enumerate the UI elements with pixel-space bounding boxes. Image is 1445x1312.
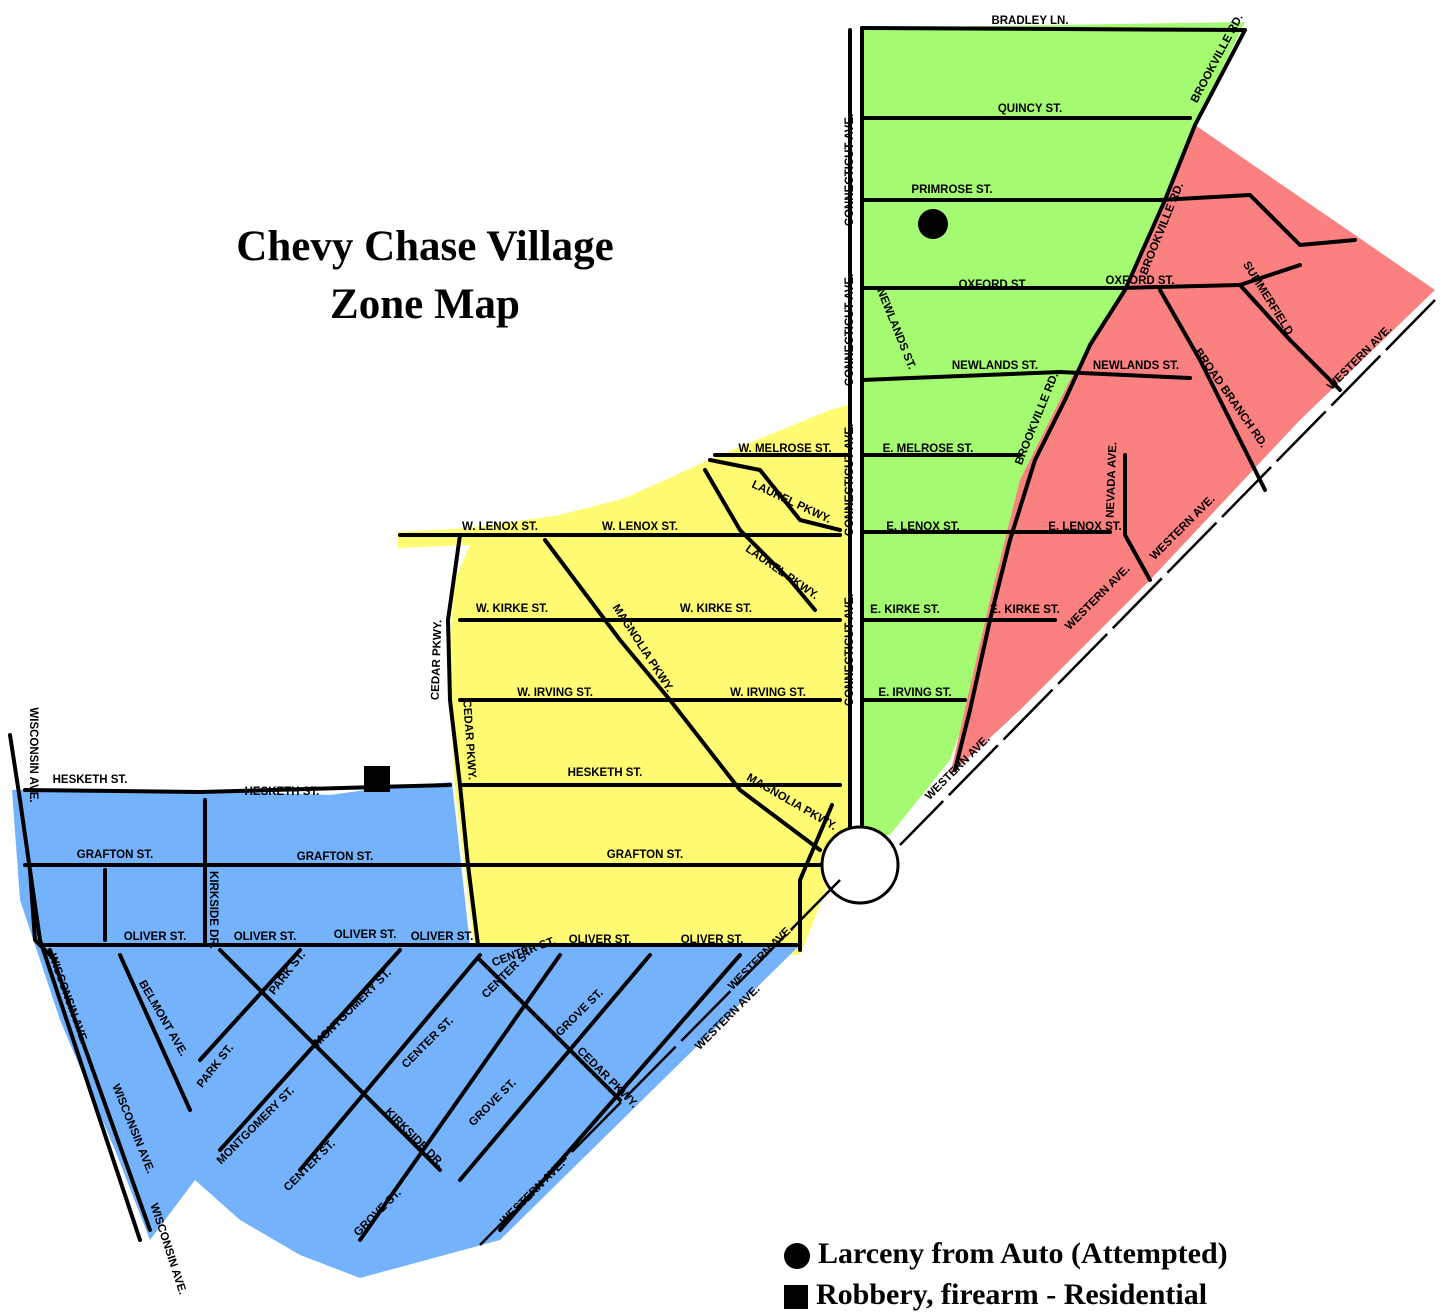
street-label: OXFORD ST. [958, 279, 1027, 291]
street-label: E. LENOX ST. [1048, 521, 1122, 533]
street-label: NEWLANDS ST. [952, 360, 1038, 372]
street-label: WISCONSIN AVE. [27, 707, 39, 802]
legend-item-robbery: Robbery, firearm - Residential [784, 1278, 1207, 1312]
street-label: CONNECTICUT AVE. [844, 114, 856, 226]
street-label: CONNECTICUT AVE. [844, 274, 856, 386]
circle-icon [784, 1243, 810, 1270]
incident-larceny-marker [918, 209, 948, 239]
street-label: E. KIRKE ST. [990, 604, 1060, 616]
street-label: W. KIRKE ST. [476, 603, 548, 615]
street-label: E. MELROSE ST. [883, 443, 974, 455]
street-label: CONNECTICUT AVE. [844, 424, 856, 536]
map-title-line-2: Zone Map [330, 281, 520, 328]
street-label: OLIVER ST. [334, 929, 397, 941]
street-label: NEWLANDS ST. [1093, 360, 1179, 372]
street-label: OLIVER ST. [681, 934, 744, 946]
street-label: E. KIRKE ST. [870, 604, 940, 616]
street-label: CONNECTICUT AVE. [844, 594, 856, 706]
street-label: KIRKSIDE DR. [207, 871, 219, 949]
street-label: E. LENOX ST. [886, 521, 960, 533]
incident-robbery-marker [364, 766, 390, 792]
legend-item-larceny: Larceny from Auto (Attempted) [784, 1237, 1228, 1271]
map-title-line-1: Chevy Chase Village [236, 223, 614, 270]
street-label: NEVADA AVE. [1105, 442, 1120, 518]
street-label: E. IRVING ST. [878, 687, 951, 699]
street-label: W. KIRKE ST. [680, 603, 752, 615]
street-label: QUINCY ST. [998, 103, 1062, 115]
street-label: HESKETH ST. [568, 767, 643, 779]
street-label: OLIVER ST. [234, 931, 297, 943]
traffic-circle [820, 825, 900, 905]
street-label: PRIMROSE ST. [911, 184, 992, 196]
legend-label-larceny: Larceny from Auto (Attempted) [818, 1237, 1228, 1270]
street-label: OLIVER ST. [569, 934, 632, 946]
street-label: OLIVER ST. [124, 931, 187, 943]
street-label: W. LENOX ST. [602, 521, 678, 533]
street-label: HESKETH ST. [245, 786, 320, 798]
street-label: HESKETH ST. [53, 774, 128, 786]
zone-central [398, 405, 848, 955]
street-label: OXFORD ST. [1105, 275, 1174, 287]
legend-label-robbery: Robbery, firearm - Residential [816, 1278, 1208, 1311]
street-label: OLIVER ST. [411, 931, 474, 943]
street-label: CEDAR PKWY. [460, 699, 478, 780]
zone-north [862, 22, 1245, 835]
zone-south [12, 782, 800, 1278]
street-label: CEDAR PKWY. [430, 619, 445, 700]
street-label: W. IRVING ST. [730, 687, 806, 699]
street-label: W. LENOX ST. [462, 521, 538, 533]
street-label: W. MELROSE ST. [738, 443, 831, 455]
street-label: GRAFTON ST. [77, 849, 153, 861]
street-label: GRAFTON ST. [297, 851, 373, 863]
street-label: W. IRVING ST. [517, 687, 593, 699]
street-label: GRAFTON ST. [607, 849, 683, 861]
street-label: BRADLEY LN. [991, 15, 1068, 27]
square-icon [784, 1285, 808, 1310]
zone-east [950, 125, 1435, 775]
